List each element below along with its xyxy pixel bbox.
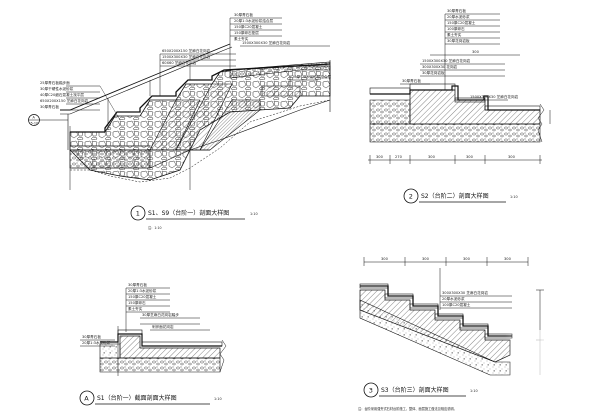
callout: 素土夯实 (447, 32, 462, 37)
detail-3-section: 300 300 300 300 (359, 257, 555, 380)
callout: 650X200X150 芝麻白花岗岩 (40, 98, 89, 103)
dimension: 300 (376, 155, 384, 159)
callout: 素土夯实 (234, 36, 249, 41)
callout: 20厚1:3水泥砂浆结合层 (292, 74, 332, 79)
callout: 20厚1:3水泥砂浆 (82, 340, 111, 345)
callout: 素土夯实 (128, 306, 143, 311)
detail-number: 2 (409, 193, 413, 201)
dimension: 300 (422, 257, 430, 261)
dimension: 270 (395, 155, 403, 159)
dimension: 300 (472, 50, 480, 54)
callout: 30厚青石板 (402, 78, 421, 83)
section-sheet: 5-10 (31, 122, 39, 126)
callout: 100厚C20混凝土 (442, 302, 471, 307)
detail-number: A (84, 395, 89, 403)
detail-a-section (80, 287, 227, 376)
detail-number: 1 (136, 210, 140, 218)
detail-1-annotations: 30厚青石板 20厚1:3水泥砂浆结合层 150厚C20混凝土 150厚碎石垫层… (40, 12, 332, 109)
dimension: 300 (428, 155, 436, 159)
callout: 30厚青石板 (128, 282, 147, 287)
callout: 30厚芝麻白花岗岩踏步 (142, 312, 179, 317)
detail-a-annotations: 30厚青石板 20厚1:3水泥砂浆 150厚C20混凝土 150厚碎石 素土夯实… (82, 282, 179, 345)
callout: 300X300X30 花岗岩 (422, 64, 458, 69)
detail-title: S1（台阶一）截面剖面大样图 (97, 394, 177, 402)
dimension: 300 (381, 257, 389, 261)
section-marker-a: A 5-10 (28, 114, 68, 126)
detail-title: S3（台阶三）剖面大样图 (381, 386, 449, 394)
callout: 150厚碎石垫层 (234, 30, 259, 35)
detail-scale: 1:10 (470, 389, 478, 393)
callout: 1500X300X30 芝麻白花岗岩 (162, 54, 211, 59)
callout: 150厚C20混凝土 (128, 294, 157, 299)
callout: 40厚C20细石混凝土找平层 (40, 92, 84, 97)
detail-number: 3 (369, 387, 373, 395)
callout: 剁斧面花岗岩 (152, 324, 174, 329)
detail-scale: 1:10 (510, 195, 518, 199)
callout: 30厚青石板 (40, 104, 59, 109)
callout: 20厚水泥砂浆 (442, 296, 465, 301)
callout: 30厚干硬性水泥砂浆 (40, 86, 74, 91)
callout: 1500X300X30 芝麻白花岗岩 (242, 40, 291, 45)
callout: 30厚花岗岩板 (422, 70, 445, 75)
callout: 1500X300X30 芝麻白花岗岩 (470, 94, 519, 99)
detail-note: 注：1:10 (148, 225, 162, 230)
detail-a-title: A S1（台阶一）截面剖面大样图 1:10 (79, 390, 222, 406)
detail-title: S2（台阶二）剖面大样图 (421, 192, 489, 200)
detail-title: S1、S9（台阶一）剖面大样图 (148, 209, 229, 217)
callout: 20厚水泥砂浆 (447, 14, 470, 19)
detail-3-title: 3 S3（台阶三）剖面大样图 1:10 注：台阶采用强夯式石材台阶施工，整体、面… (358, 382, 478, 411)
callout: 30厚青石板 (82, 334, 101, 339)
detail-2-title: 2 S2（台阶二）剖面大样图 1:10 (403, 188, 518, 204)
detail-note: 注：台阶采用强夯式石材台阶施工，整体、面层施工做法见相应说明。 (358, 406, 457, 411)
section-letter: A (33, 116, 36, 120)
detail-2-section: 300 300 270 300 (368, 13, 551, 164)
callout: 150厚碎石 (128, 300, 146, 305)
dimension: 300 (463, 257, 471, 261)
callout: 60X60 芝麻白花岗岩 (162, 60, 197, 65)
detail-1-section (60, 17, 331, 190)
callout: 150厚C20混凝土 (447, 20, 476, 25)
callout: 20厚1:3水泥砂浆结合层 (234, 18, 274, 23)
callout: 30厚花岗岩板 (447, 38, 470, 43)
detail-1-title: 1 S1、S9（台阶一）剖面大样图 1:10 注：1:10 (130, 205, 258, 230)
callout: 150厚C20混凝土 (234, 24, 263, 29)
dimension: 300 (466, 155, 474, 159)
detail-scale: 1:10 (214, 397, 222, 401)
detail-2-annotations: 30厚青石板 20厚水泥砂浆 150厚C20混凝土 100厚碎石 素土夯实 30… (402, 8, 519, 99)
dimension: 300 (508, 155, 516, 159)
callout: 30厚青石板 (447, 8, 466, 13)
detail-scale: 1:10 (250, 212, 258, 216)
callout: 100厚碎石 (447, 26, 465, 31)
callout: 20厚1:3水泥砂浆 (128, 288, 157, 293)
callout: 300X300X30 芝麻白花岗岩 (442, 290, 488, 295)
callout: 25厚青石板踏步面 (40, 80, 70, 85)
callout: 650X200X150 芝麻白花岗岩 (162, 48, 211, 53)
callout: 1500X300X30 芝麻白花岗岩 (422, 58, 471, 63)
dimension: 300 (504, 257, 512, 261)
detail-3-annotations: 300X300X30 芝麻白花岗岩 20厚水泥砂浆 100厚C20混凝土 (442, 290, 488, 307)
callout: 30厚青石板 (234, 12, 253, 17)
